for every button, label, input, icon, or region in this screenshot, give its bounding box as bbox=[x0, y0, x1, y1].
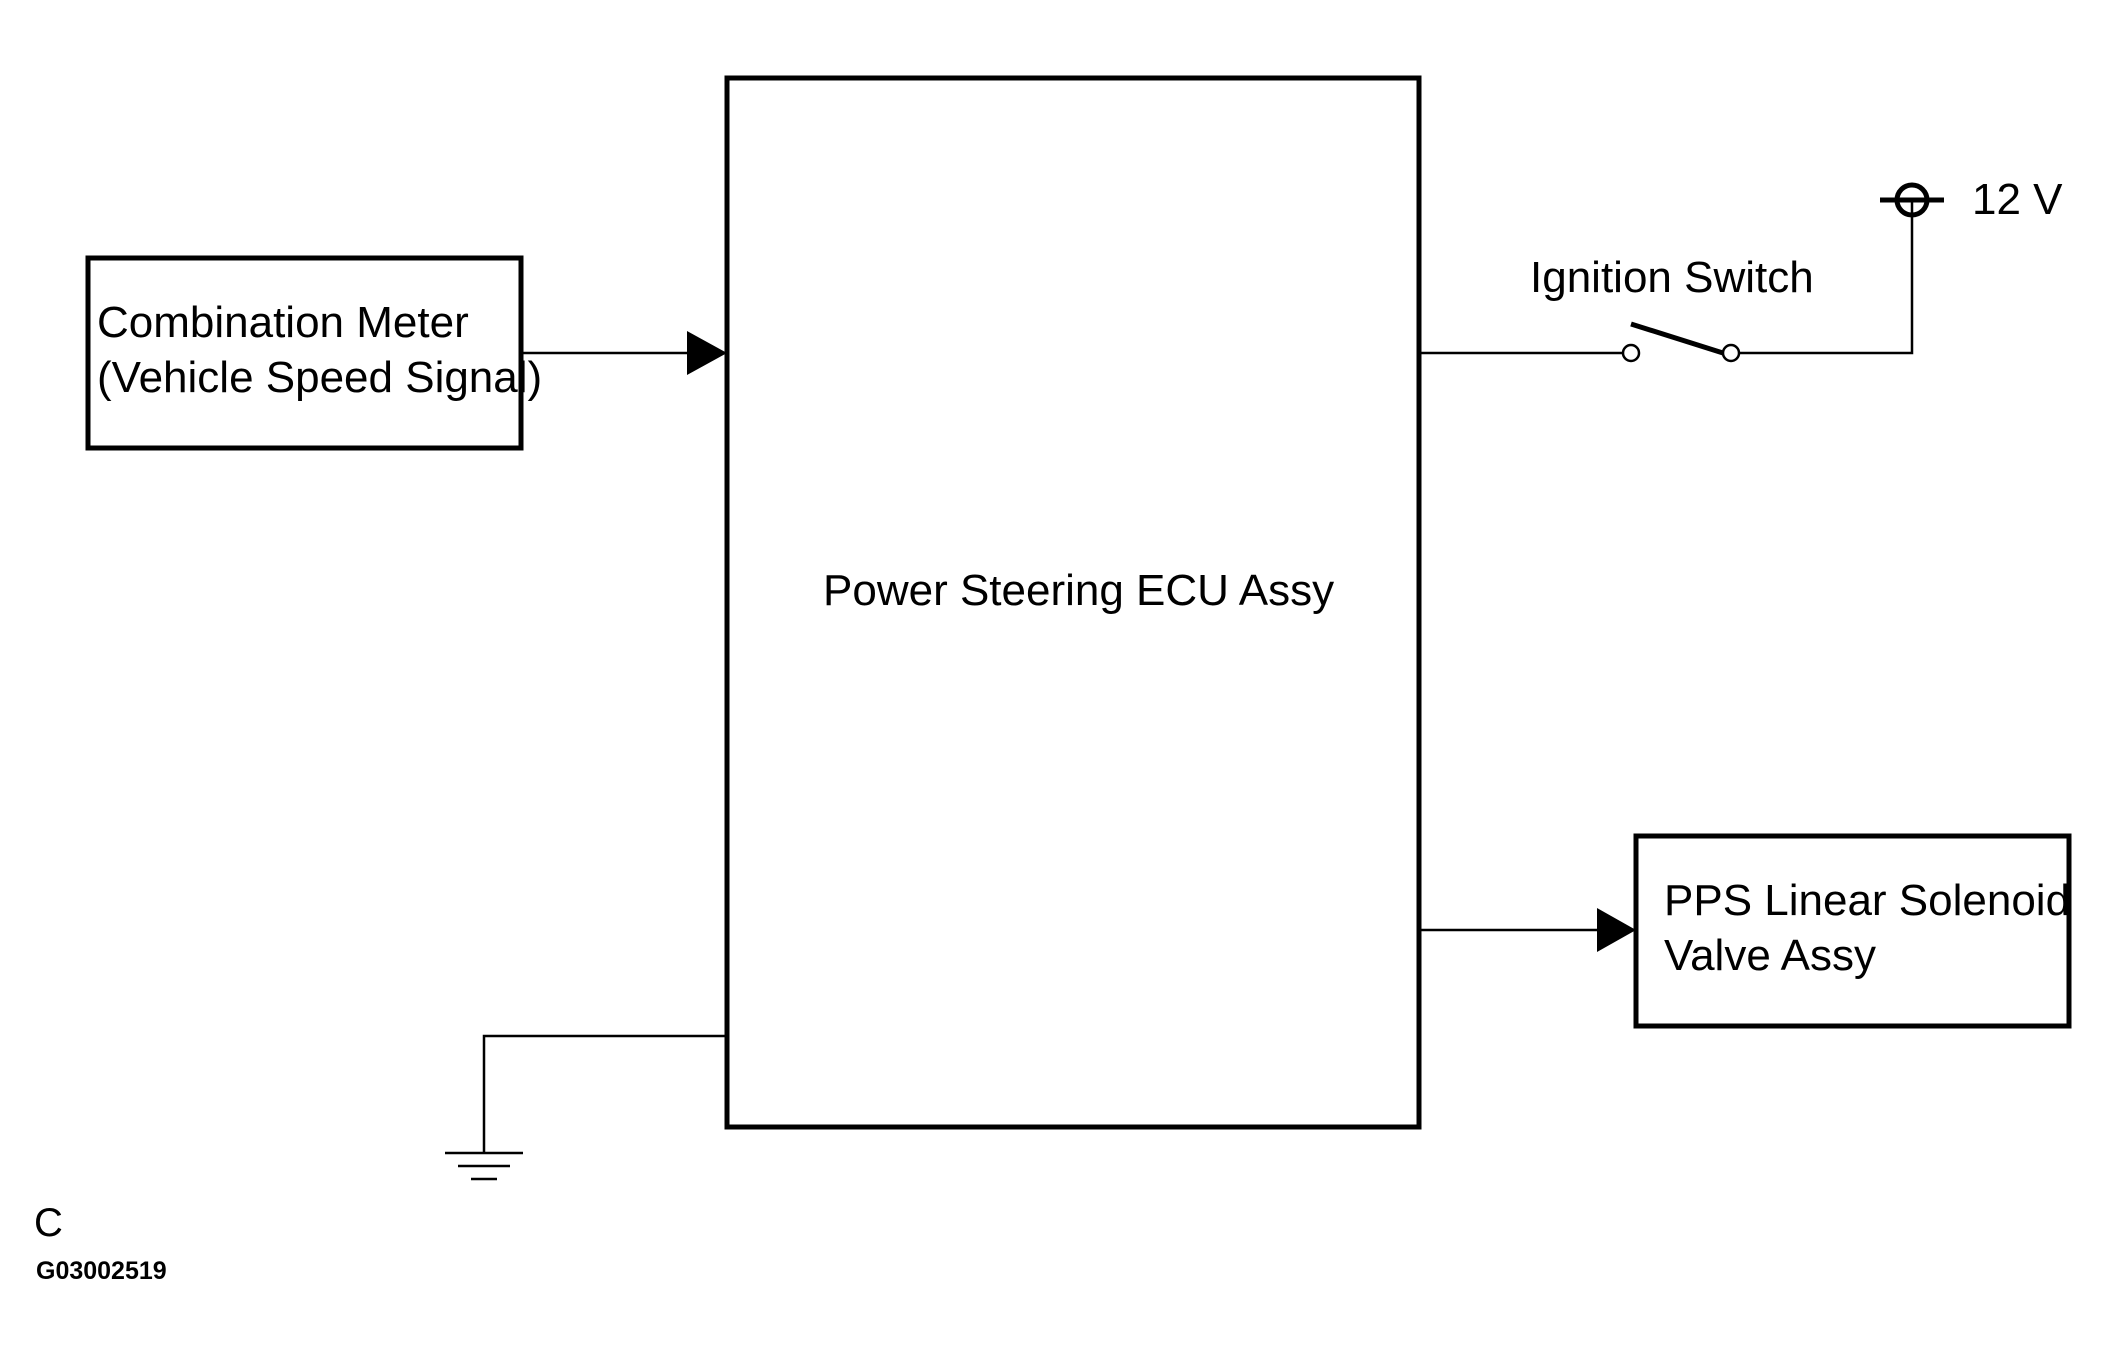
ground-icon bbox=[445, 1151, 523, 1181]
solenoid-box bbox=[1633, 833, 2072, 1029]
solenoid-label: PPS Linear Solenoid Valve Assy bbox=[1664, 873, 2070, 983]
solenoid-arrow-icon bbox=[1597, 908, 1636, 952]
switch-terminal-right-icon bbox=[1721, 343, 1741, 363]
combination-meter-label: Combination Meter (Vehicle Speed Signal) bbox=[97, 295, 542, 405]
combination-meter-line2: (Vehicle Speed Signal) bbox=[97, 353, 543, 402]
ignition-switch-label: Ignition Switch bbox=[1530, 253, 1814, 302]
combination-meter-line1: Combination Meter bbox=[97, 298, 469, 347]
solenoid-line1: PPS Linear Solenoid bbox=[1664, 876, 2071, 925]
ecu-label: Power Steering ECU Assy bbox=[823, 566, 1335, 615]
ground-wire bbox=[482, 1034, 727, 1153]
solenoid-line2: Valve Assy bbox=[1664, 931, 1876, 980]
switch-blade-icon bbox=[1630, 321, 1724, 356]
speed-signal-arrow-icon bbox=[687, 331, 727, 375]
switch-terminal-left-icon bbox=[1621, 343, 1641, 363]
figure-id: G03002519 bbox=[36, 1257, 167, 1285]
ignition-wire-right bbox=[1739, 202, 1914, 355]
ecu-box bbox=[724, 75, 1422, 1130]
section-code: C bbox=[34, 1201, 63, 1245]
power-source-label: 12 V bbox=[1972, 175, 2063, 224]
